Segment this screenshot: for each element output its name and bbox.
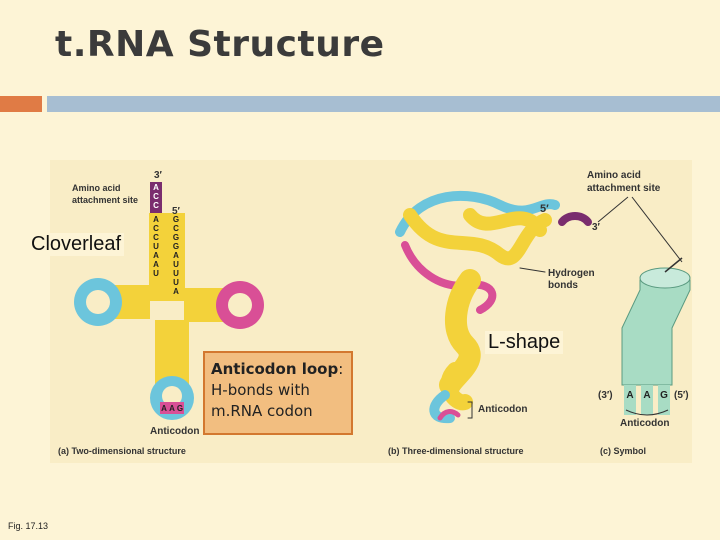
amino-acid-site-label-left-2: attachment site	[72, 195, 138, 205]
symbol-three-prime: (3′)	[598, 390, 613, 401]
acceptor-stem	[149, 213, 185, 301]
five-prime-label-mid: 5′	[540, 203, 549, 215]
base-5p-4: G	[173, 242, 179, 251]
anticodon-base-2: A	[169, 404, 175, 413]
base-3p-7: U	[153, 242, 159, 251]
accent-bar-orange	[0, 96, 42, 112]
base-3p-3: C	[153, 201, 159, 210]
base-3p-8: A	[153, 251, 159, 260]
caption-a: (a) Two-dimensional structure	[58, 446, 186, 456]
base-5p-5: A	[173, 251, 179, 260]
base-5p-8: U	[173, 278, 179, 287]
anticodon-bases-bar	[160, 402, 184, 414]
callout-line-2: m.RNA codon	[211, 402, 313, 420]
base-3p-4: A	[153, 215, 159, 224]
three-prime-label-left: 3′	[154, 170, 163, 181]
base-5p-2: C	[173, 224, 179, 233]
symbol-base-1: A	[626, 390, 633, 401]
caption-c: (c) Symbol	[600, 446, 646, 456]
hydrogen-bonds-label-2: bonds	[548, 280, 578, 291]
figure-number: Fig. 17.13	[8, 521, 49, 531]
base-5p-3: G	[173, 233, 179, 242]
base-3p-1: A	[153, 183, 159, 192]
base-5p-6: U	[173, 260, 179, 269]
caption-b: (b) Three-dimensional structure	[388, 446, 524, 456]
three-d-tail	[558, 212, 592, 226]
symbol-five-prime: (5′)	[674, 390, 689, 401]
anticodon-label-left: Anticodon	[150, 426, 199, 437]
amino-acid-site-label-right-1: Amino acid	[587, 170, 641, 181]
base-3p-10: U	[153, 269, 159, 278]
callout-line-1: H-bonds with	[211, 381, 310, 399]
anticodon-base-3: G	[177, 404, 183, 413]
base-5p-9: A	[173, 287, 179, 296]
three-prime-label-mid: 3′	[592, 222, 601, 233]
base-5p-1: G	[173, 215, 179, 224]
amino-acid-site-label-left-1: Amino acid	[72, 183, 121, 193]
amino-acid-site-label-right-2: attachment site	[587, 183, 661, 194]
anticodon-label-right: Anticodon	[620, 418, 669, 429]
acceptor-tail	[150, 182, 162, 213]
symbol-body	[621, 279, 691, 386]
three-d-diagram: 5′ 3′ Hydrogen bonds Anticodon (b) Three…	[388, 191, 601, 456]
cloverleaf-diagram: A C C A C C U A A U G C G G A U U U A A …	[58, 170, 264, 456]
accent-bar-blue	[47, 96, 720, 112]
callout-colon: :	[338, 360, 344, 378]
symbol-base-2: A	[643, 390, 650, 401]
five-prime-label-left: 5′	[172, 206, 181, 217]
helix-yellow-arm	[463, 208, 547, 237]
trna-symbol: Amino acid attachment site A A G (3′) (5…	[587, 170, 691, 456]
base-5p-7: U	[173, 269, 179, 278]
base-3p-6: C	[153, 233, 159, 242]
slide-title: t.RNA Structure	[55, 24, 385, 65]
cloverleaf-label: Cloverleaf	[28, 233, 125, 256]
symbol-base-3: G	[660, 390, 668, 401]
anticodon-base-1: A	[161, 404, 167, 413]
hydrogen-bonds-label-1: Hydrogen	[548, 268, 595, 279]
base-3p-9: A	[153, 260, 159, 269]
l-shape-label: L-shape	[485, 331, 564, 354]
helix-yellow-top	[403, 208, 552, 266]
base-3p-5: C	[153, 224, 159, 233]
base-3p-2: C	[153, 192, 159, 201]
anticodon-stem	[155, 320, 189, 384]
helix-blue-top	[395, 191, 560, 237]
anticodon-loop-3d	[429, 390, 455, 424]
callout-heading: Anticodon loop	[211, 360, 339, 378]
anticodon-label-mid: Anticodon	[478, 404, 527, 415]
anticodon-callout: Anticodon loop: H-bonds with m.RNA codon	[203, 351, 353, 435]
